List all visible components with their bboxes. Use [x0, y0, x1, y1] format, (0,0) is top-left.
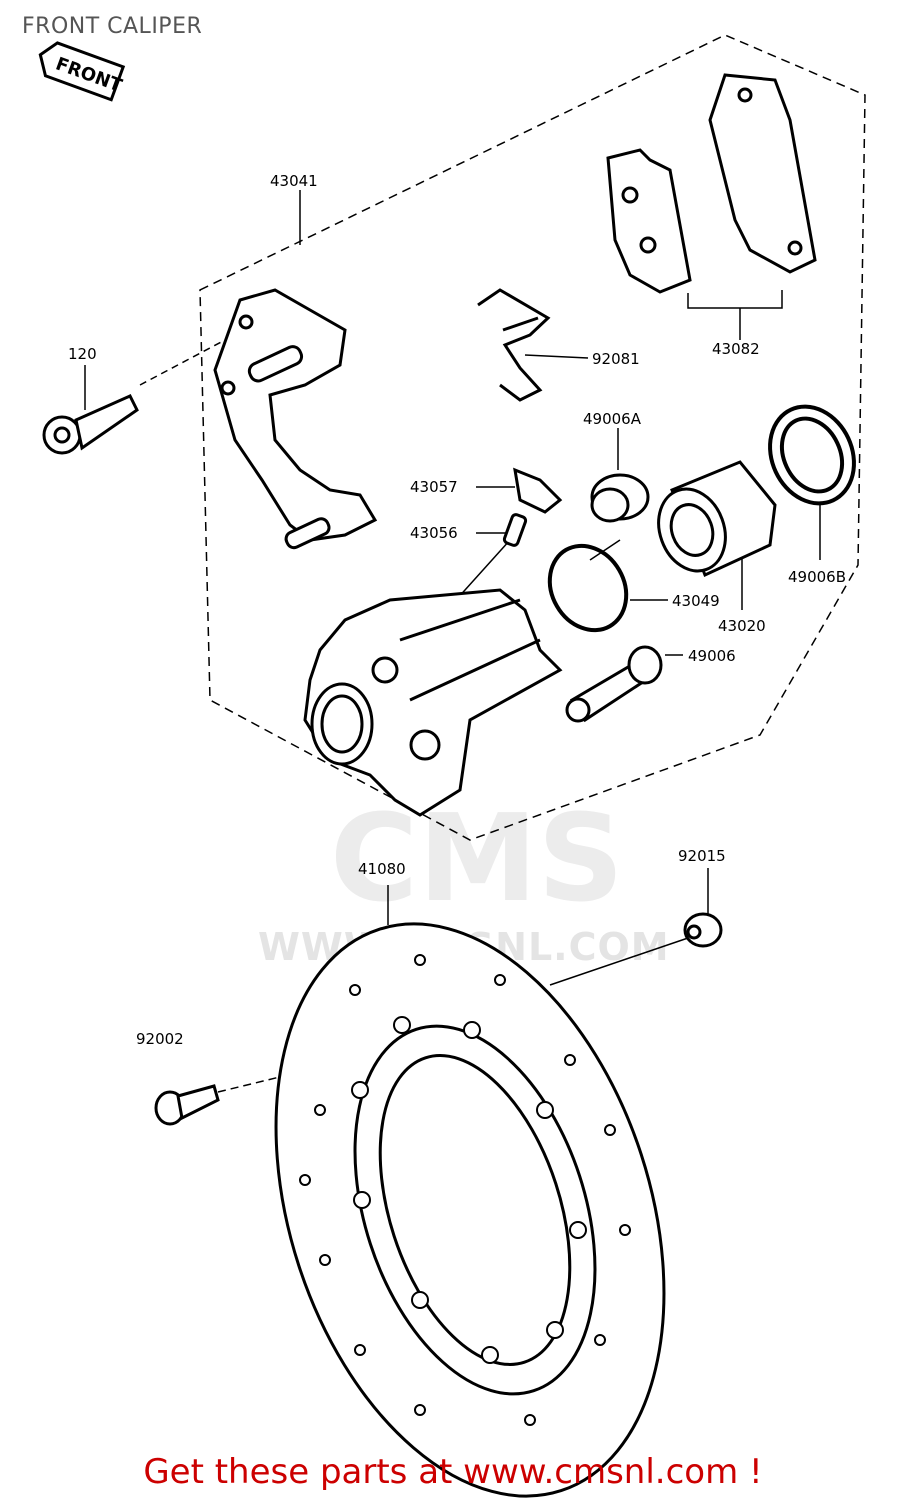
brake-disc	[274, 922, 666, 1498]
part-label-92081: 92081	[592, 350, 640, 368]
part-label-43041: 43041	[270, 172, 318, 190]
nut-92015	[683, 912, 723, 948]
caliper-bracket	[213, 288, 378, 550]
slide-pin	[565, 645, 663, 723]
part-label-41080: 41080	[358, 860, 406, 878]
part-label-43082: 43082	[712, 340, 760, 358]
footer-promo-link[interactable]: Get these parts at www.cmsnl.com !	[143, 1452, 763, 1492]
piston	[657, 460, 777, 578]
caliper-body	[303, 588, 563, 817]
piston-seal	[547, 543, 629, 633]
watermark-logo: CMS	[330, 790, 624, 929]
bolt-92002	[154, 1084, 220, 1126]
page-title: FRONT CALIPER	[22, 14, 203, 39]
part-label-92015: 92015	[678, 847, 726, 865]
spring-clip	[477, 288, 551, 402]
assembly-boundary	[199, 34, 866, 841]
part-label-43056: 43056	[410, 524, 458, 542]
part-label-43057: 43057	[410, 478, 458, 496]
part-label-49006: 49006	[688, 647, 736, 665]
part-label-120: 120	[68, 345, 97, 363]
disc-holes	[299, 954, 631, 1426]
part-label-43049: 43049	[672, 592, 720, 610]
part-label-49006a: 49006A	[583, 410, 641, 428]
dust-seal	[768, 404, 856, 506]
part-label-43020: 43020	[718, 617, 766, 635]
brake-pads	[606, 73, 817, 294]
bleeder-valve	[502, 467, 563, 547]
part-label-92002: 92002	[136, 1030, 184, 1048]
dust-boot-small	[590, 473, 650, 523]
front-arrow-badge: FRONT	[38, 41, 125, 102]
part-label-49006b: 49006B	[788, 568, 847, 586]
bolt-120	[42, 394, 139, 455]
